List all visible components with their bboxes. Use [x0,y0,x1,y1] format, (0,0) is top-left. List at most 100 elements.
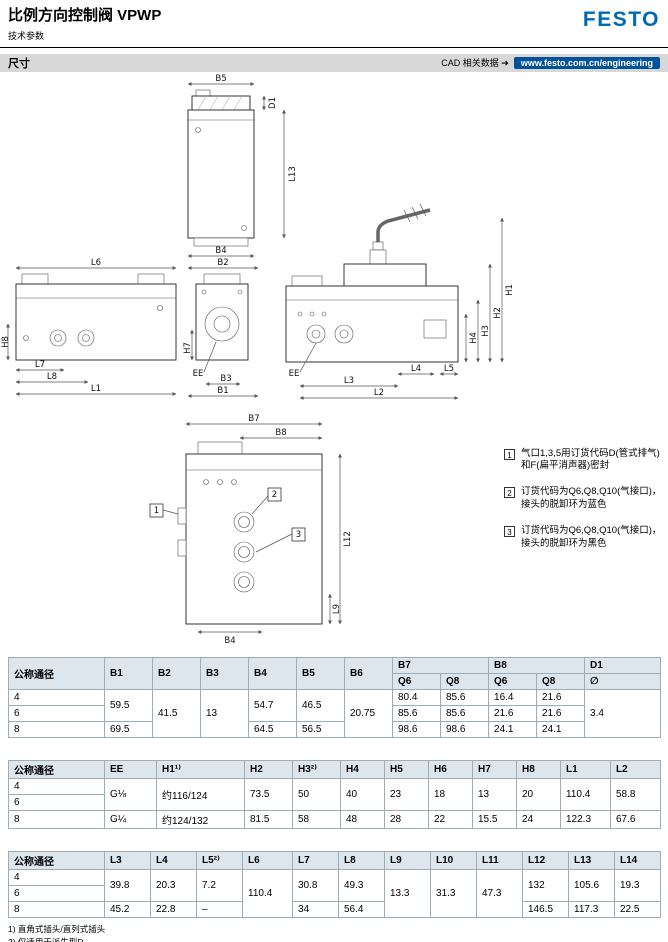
dim-label-l7: L7 [35,360,45,370]
dim-label-b2: B2 [217,258,228,268]
dim-label-b7: B7 [248,414,259,424]
note-1: 1 气口1,3,5用订货代码D(管式排气)和F(扁平消声器)密封 [504,448,662,474]
end-view-drawing: B2 H7 EE B3 B1 [183,258,259,398]
dim-label-h7: H7 [183,342,193,354]
callout-1-number: 1 [154,506,159,516]
table-cell: 19.3 [614,868,661,902]
table-cell: 21.6 [536,704,586,722]
page-title: 比例方向控制阀 VPWP [8,7,162,24]
table-cell: 13 [200,688,249,738]
dim-label-l12: L12 [343,531,353,547]
col-header-b4: B4 [248,656,297,690]
col-subheader-d1-dia: ∅ [584,672,662,690]
note-3-text: 订货代码为Q6,Q8,Q10(气接口)，接头的脱卸环为黑色 [521,524,662,549]
table-cell: 18 [428,777,473,811]
table-cell: 49.3 [338,868,385,902]
table-cell: 16.4 [488,688,538,706]
col-header-l8: L8 [338,850,385,870]
col-header-h1: H1¹⁾ [156,759,245,779]
table-row: 6 85.6 85.6 21.6 21.6 [8,704,661,722]
dim-label-l9: L9 [332,603,342,613]
callout-3-number: 3 [296,530,301,540]
col-header-l13: L13 [568,850,615,870]
table-cell: 110.4 [242,868,293,918]
table-cell: 46.5 [296,688,345,722]
footnote-1: 1) 直角式插头/直列式插头 [8,923,106,934]
row-label: 8 [8,900,105,918]
dim-label-l8: L8 [47,372,57,382]
table-cell: 约124/132 [156,809,245,829]
note-2-text: 订货代码为Q6,Q8,Q10(气接口)，接头的脱卸环为蓝色 [521,486,662,510]
bottom-view-drawing: B7 B8 1 [149,414,353,646]
table-cell: 21.6 [488,704,538,722]
table-cell: 85.6 [439,688,490,706]
side-view-right-drawing: H1 H2 H3 H4 EE L4 L5 L3 L2 [285,203,515,400]
table-cell: 85.6 [439,704,490,722]
col-header-b1: B1 [104,656,153,690]
col-header-b7: B7 [391,656,490,674]
table-cell: 69.5 [104,720,153,738]
row-label: 8 [8,809,105,829]
dim-label-ee-right: EE [289,369,300,379]
table-cell: 24.1 [488,720,538,738]
table-cell: 56.4 [338,900,385,918]
dim-label-b4-bottom: B4 [224,636,235,646]
cad-label: CAD 相关数据 ➔ [441,58,509,68]
dim-label-b4-top: B4 [215,246,226,256]
col-header-l5: L5²⁾ [196,850,243,870]
dim-label-l5: L5 [444,364,454,374]
callout-3: 3 [255,527,306,552]
table-cell: 132 [522,868,569,902]
table-cell: 56.5 [296,720,345,738]
callout-2-number: 2 [272,490,277,500]
dim-label-l13: L13 [288,166,298,182]
table-row: 4 G⅛ 约116/124 73.5 50 40 23 18 13 20 110… [8,777,661,811]
table-cell: 22.8 [150,900,197,918]
festo-logo: FESTO [582,8,660,31]
note-2: 2 订货代码为Q6,Q8,Q10(气接口)，接头的脱卸环为蓝色 [504,486,662,512]
row-label: 8 [8,720,105,738]
row-label: 6 [8,704,105,722]
table-cell: 67.6 [610,809,661,829]
callout-2: 2 [251,487,282,514]
col-header-ee: EE [104,759,157,779]
table-cell: 24.1 [536,720,586,738]
col-header-h4: H4 [340,759,385,779]
table-cell: 13 [472,777,517,811]
footnotes: 1) 直角式插头/直列式插头 2) 仅适用于派生型D [8,923,660,942]
table-cell: 98.6 [392,720,441,738]
row-label: 4 [8,688,105,706]
table-cell: 约116/124 [156,777,245,811]
footnote-2: 2) 仅适用于派生型D [8,936,84,942]
col-header-l6: L6 [242,850,293,870]
table-cell: 7.2 [196,868,243,902]
row-label: 4 [8,868,105,886]
row-label: 4 [8,777,105,795]
table-l-dimensions: 公称通径 L3 L4 L5²⁾ L6 L7 L8 L9 L10 L11 L12 … [8,850,661,918]
title-block: 比例方向控制阀 VPWP 技术参数 [8,7,162,42]
table-cell: 20.3 [150,868,197,902]
dim-label-l3: L3 [344,376,354,386]
col-header-h2: H2 [244,759,293,779]
table-h-dimensions: 公称通径 EE H1¹⁾ H2 H3²⁾ H4 H5 H6 H7 H8 L1 L… [8,759,661,829]
table-cell: 34 [292,900,339,918]
col-subheader-b8-q8: Q8 [536,672,586,690]
table-cell: 80.4 [392,688,441,706]
section-title: 尺寸 [8,57,30,70]
table-cell: G⅛ [104,777,157,811]
table-cell: 31.3 [430,868,477,918]
table-cell: 21.6 [536,688,586,706]
note-3-marker: 3 [504,525,515,537]
table-cell: 45.2 [104,900,151,918]
col-header-dn: 公称通径 [8,656,105,690]
table-cell: 28 [384,809,429,829]
dim-label-h2: H2 [493,307,503,319]
dim-label-h1: H1 [505,284,515,296]
cad-link[interactable]: www.festo.com.cn/engineering [513,56,660,69]
col-header-h5: H5 [384,759,429,779]
dimension-drawings-svg: B5 D1 L13 B4 [1,74,515,646]
table-cell: 3.4 [584,688,662,738]
page-subtitle: 技术参数 [8,30,45,41]
row-label: 6 [8,793,105,811]
